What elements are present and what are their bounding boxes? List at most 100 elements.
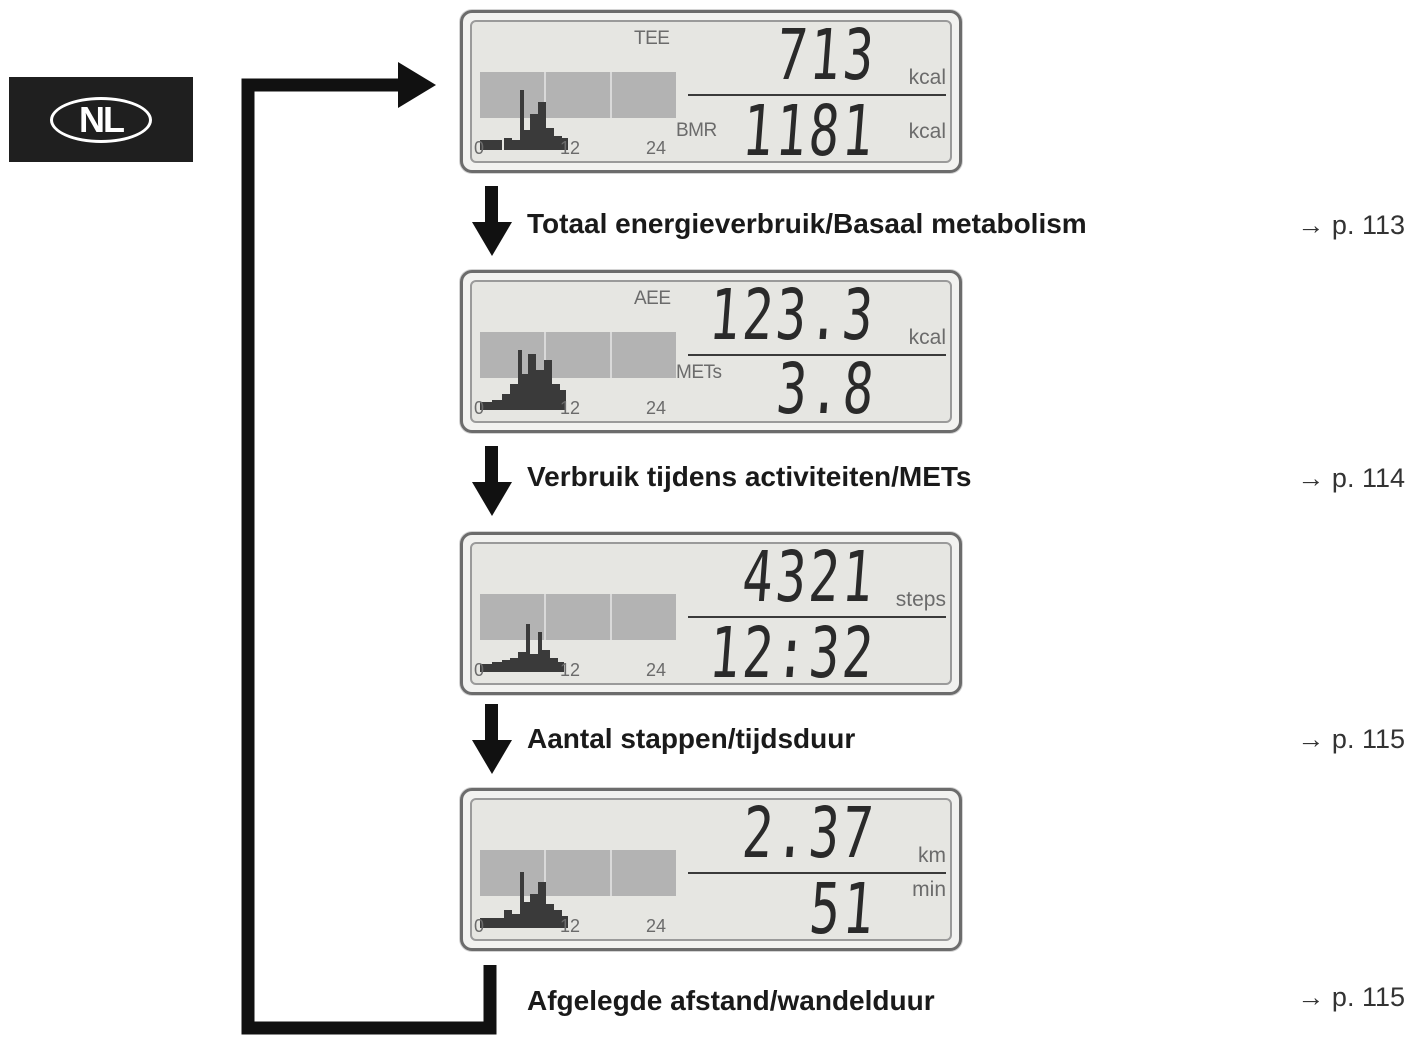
axis-tick-start: 0 bbox=[474, 660, 485, 680]
top-unit: km bbox=[918, 844, 946, 867]
top-unit: kcal bbox=[908, 66, 946, 89]
top-value: 4321 bbox=[740, 536, 880, 618]
histogram-bar bbox=[530, 654, 538, 672]
axis-tick-end: 24 bbox=[646, 660, 667, 680]
lcd-divider bbox=[688, 616, 946, 618]
histogram-bar bbox=[552, 384, 560, 410]
histogram-bar bbox=[492, 400, 502, 410]
down-arrow-icon bbox=[472, 446, 512, 516]
top-unit: kcal bbox=[908, 326, 946, 349]
histogram-bar bbox=[538, 882, 546, 928]
histogram-bar bbox=[544, 360, 552, 410]
lcd-divider bbox=[688, 94, 946, 96]
axis-tick-start: 0 bbox=[474, 138, 485, 158]
down-arrow-icon bbox=[472, 186, 512, 256]
lcd-divider bbox=[688, 354, 946, 356]
histogram-bar bbox=[524, 902, 530, 928]
page-ref-tee-bmr: → p. 113 bbox=[1297, 210, 1405, 240]
histogram-bar bbox=[524, 130, 530, 150]
histogram-bar bbox=[562, 138, 568, 150]
top-value: 2.37 bbox=[740, 792, 880, 874]
axis-tick-end: 24 bbox=[646, 138, 667, 158]
bottom-unit: kcal bbox=[908, 120, 946, 143]
band-separator bbox=[610, 594, 612, 640]
histogram-bar bbox=[542, 650, 550, 672]
histogram-bar bbox=[562, 916, 568, 928]
loop-arrow-head bbox=[398, 62, 436, 108]
top-value: 123.3 bbox=[706, 274, 880, 356]
histogram-bar bbox=[518, 652, 526, 672]
lcd-divider bbox=[688, 872, 946, 874]
histogram-bar bbox=[526, 624, 530, 672]
histogram-bar bbox=[512, 914, 520, 928]
loop-line bbox=[241, 78, 497, 1035]
bottom-label: METs bbox=[676, 362, 722, 383]
language-badge-label: NL bbox=[50, 96, 152, 143]
activity-band bbox=[480, 594, 676, 640]
histogram-bar bbox=[480, 664, 492, 672]
top-value: 713 bbox=[773, 14, 880, 96]
axis-tick-mid: 12 bbox=[560, 138, 581, 158]
page-ref-steps-duration: → p. 115 bbox=[1297, 724, 1405, 754]
histogram-bar bbox=[502, 394, 510, 410]
histogram-bar bbox=[536, 370, 544, 410]
bottom-label: BMR bbox=[676, 120, 717, 141]
axis-tick-mid: 12 bbox=[560, 916, 581, 936]
axis-tick-mid: 12 bbox=[560, 398, 581, 418]
histogram-bar bbox=[560, 390, 566, 410]
top-label: TEE bbox=[634, 28, 670, 49]
histogram-bar bbox=[538, 102, 546, 150]
histogram-bar bbox=[550, 658, 558, 672]
page-ref-aee-mets: → p. 114 bbox=[1297, 463, 1405, 493]
histogram-bar bbox=[492, 140, 502, 150]
histogram-bar bbox=[530, 114, 538, 150]
histogram-bar bbox=[538, 632, 542, 672]
language-badge: NL bbox=[9, 77, 193, 162]
bottom-unit: min bbox=[912, 878, 946, 901]
step-label-tee-bmr: Totaal energieverbruik/Basaal metabolism bbox=[527, 208, 1087, 239]
band-separator bbox=[610, 850, 612, 896]
histogram-bar bbox=[492, 918, 504, 928]
histogram-bar bbox=[522, 374, 528, 410]
histogram-bar bbox=[554, 910, 562, 928]
band-separator bbox=[610, 332, 612, 378]
histogram-bar bbox=[504, 138, 512, 150]
histogram-bar bbox=[480, 140, 492, 150]
axis-tick-mid: 12 bbox=[560, 660, 581, 680]
histogram-bar bbox=[518, 350, 522, 410]
histogram-bar bbox=[480, 918, 492, 928]
activity-histogram bbox=[480, 858, 680, 928]
step-label-aee-mets: Verbruik tijdens activiteiten/METs bbox=[527, 461, 972, 492]
axis-tick-start: 0 bbox=[474, 916, 485, 936]
top-label: AEE bbox=[634, 288, 671, 309]
histogram-bar bbox=[502, 660, 510, 672]
band-separator bbox=[544, 332, 546, 378]
histogram-bar bbox=[504, 910, 512, 928]
histogram-bar bbox=[528, 354, 536, 410]
histogram-bar bbox=[520, 872, 524, 928]
histogram-bar bbox=[520, 90, 524, 150]
bottom-value: 1181 bbox=[740, 90, 880, 172]
activity-histogram bbox=[480, 80, 680, 150]
histogram-bar bbox=[546, 128, 554, 150]
bottom-value: 3.8 bbox=[773, 348, 880, 430]
band-separator bbox=[544, 850, 546, 896]
histogram-bar bbox=[558, 662, 564, 672]
histogram-bar bbox=[510, 384, 518, 410]
bottom-value: 12:32 bbox=[706, 612, 880, 694]
activity-band bbox=[480, 332, 676, 378]
band-separator bbox=[544, 72, 546, 118]
down-arrow-icon bbox=[472, 704, 512, 774]
histogram-bar bbox=[492, 662, 502, 672]
activity-band bbox=[480, 72, 676, 118]
histogram-bar bbox=[510, 658, 518, 672]
activity-histogram bbox=[480, 602, 680, 672]
axis-tick-start: 0 bbox=[474, 398, 485, 418]
histogram-bar bbox=[554, 136, 562, 150]
